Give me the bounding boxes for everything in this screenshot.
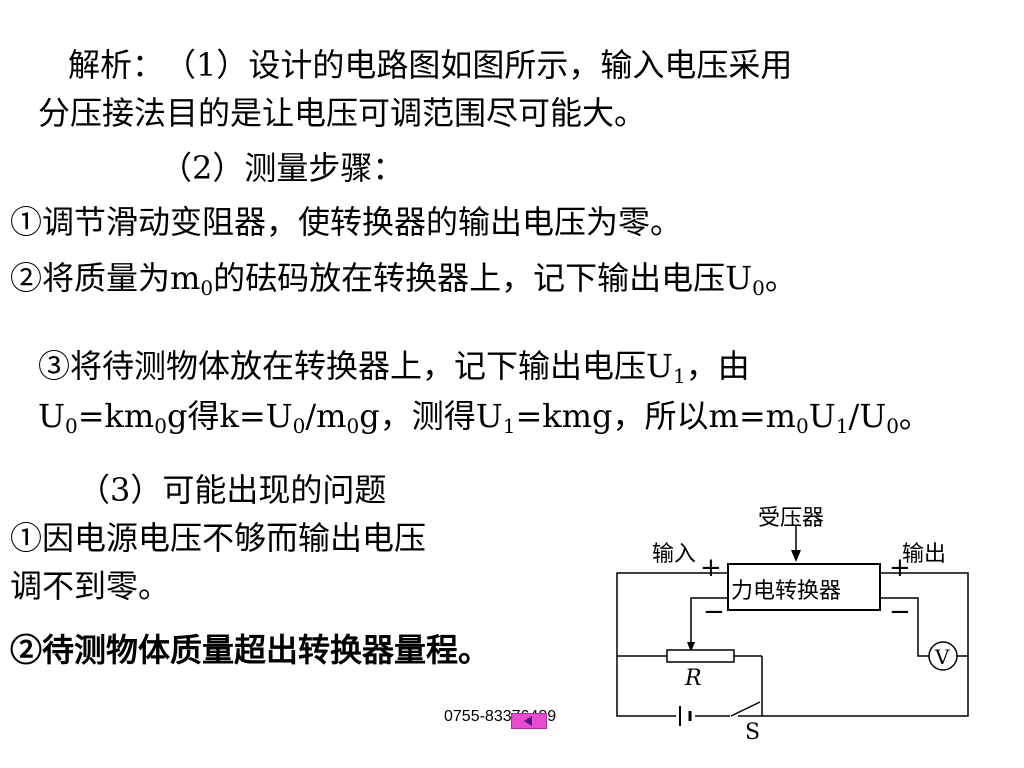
formula-text: g，测得U xyxy=(359,397,503,435)
step-3-text: ③将待测物体放在转换器上，记下输出电压U xyxy=(38,347,673,385)
subscript: 1 xyxy=(835,414,849,438)
issue-2: ②待测物体质量超出转换器量程。 xyxy=(10,631,491,669)
sensor-label: 受压器 xyxy=(758,506,825,531)
input-label: 输入 xyxy=(652,542,697,567)
output-label: 输出 xyxy=(902,542,947,567)
formula-text: U xyxy=(38,397,65,435)
analysis-line-2: 分压接法目的是让电压可调范围尽可能大。 xyxy=(38,94,647,132)
step-2-text: 。 xyxy=(764,259,797,297)
steps-heading: （2）测量步骤： xyxy=(160,149,405,187)
slider-arrow-head xyxy=(687,642,695,652)
arrow-head xyxy=(791,550,801,562)
output-minus: − xyxy=(889,597,911,627)
input-minus: − xyxy=(703,597,725,627)
formula-text: =kmg，所以m=m xyxy=(515,397,796,435)
subscript: 0 xyxy=(752,276,765,300)
switch-label: S xyxy=(745,720,761,745)
converter-label: 力电转换器 xyxy=(731,579,842,604)
formula-text: =km xyxy=(77,397,155,435)
subscript: 0 xyxy=(200,276,214,300)
rheostat xyxy=(666,649,735,663)
step-3-text: ，由 xyxy=(685,347,750,385)
step-3-line-1: ③将待测物体放在转换器上，记下输出电压U1，由 xyxy=(38,346,750,386)
subscript: 0 xyxy=(154,414,167,438)
formula-text: 。 xyxy=(898,397,931,435)
step-2-text: ②将质量为m xyxy=(10,259,201,297)
resistor-label: R xyxy=(685,666,702,691)
problems-heading: （3）可能出现的问题 xyxy=(78,471,387,509)
left-arrow-icon xyxy=(524,716,532,726)
issue-1-line-1: ①因电源电压不够而输出电压 xyxy=(10,519,427,557)
subscript: 0 xyxy=(64,414,78,438)
output-plus: + xyxy=(889,553,911,583)
wire xyxy=(616,572,728,717)
voltmeter-label: V xyxy=(935,645,950,669)
issue-1-line-2: 调不到零。 xyxy=(10,567,171,605)
subscript: 0 xyxy=(346,414,360,438)
wire xyxy=(690,597,728,656)
input-plus: + xyxy=(700,553,722,583)
switch-arm xyxy=(730,701,761,717)
converter-box xyxy=(727,563,881,611)
formula-text: U xyxy=(808,397,836,435)
subscript: 0 xyxy=(796,414,809,438)
voltmeter-circle xyxy=(928,641,958,671)
wire xyxy=(880,597,929,657)
subscript: 1 xyxy=(672,364,686,388)
subscript: 1 xyxy=(502,414,516,438)
step-2: ②将质量为m0的砝码放在转换器上，记下输出电压U0。 xyxy=(10,258,797,298)
formula-text: g得k=U xyxy=(166,397,293,435)
analysis-line-1: 解析： （1）设计的电路图如图所示，输入电压采用 xyxy=(68,46,793,84)
step-1: ①调节滑动变阻器，使转换器的输出电压为零。 xyxy=(10,203,683,241)
step-2-text: 的砝码放在转换器上，记下输出电压U xyxy=(213,259,753,297)
back-nav-button[interactable] xyxy=(511,713,547,729)
formula-text: /U xyxy=(848,397,887,435)
step-3-line-2: U0=km0g得k=U0/m0g，测得U1=kmg，所以m=m0U1/U0。 xyxy=(38,396,931,436)
wire xyxy=(762,572,969,717)
formula-text: /m xyxy=(305,397,347,435)
subscript: 0 xyxy=(886,414,899,438)
subscript: 0 xyxy=(292,414,306,438)
